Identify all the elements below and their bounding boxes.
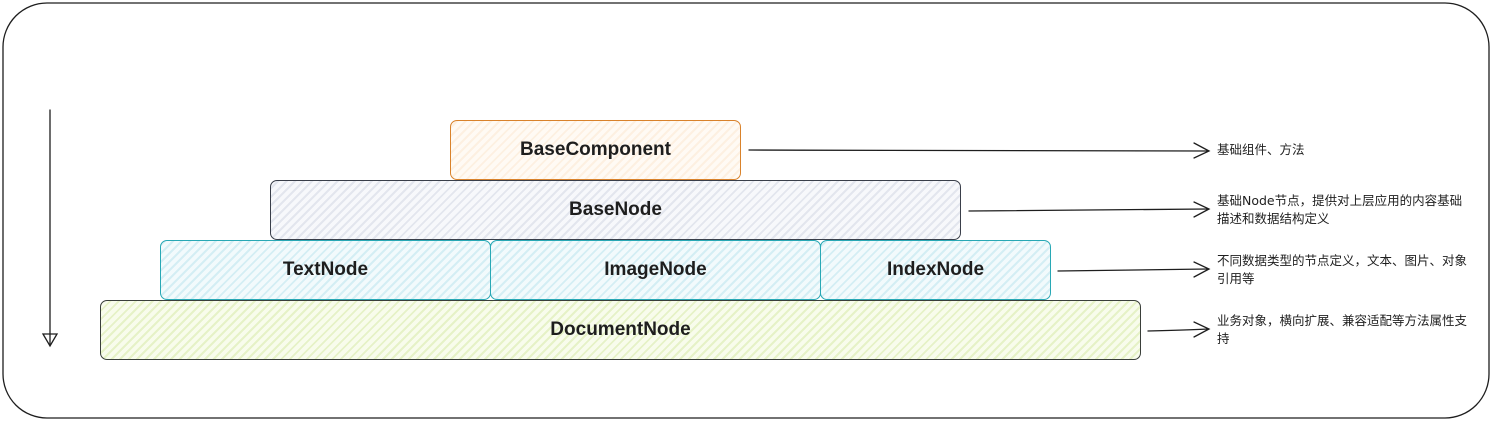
- description-type-nodes: 不同数据类型的节点定义，文本、图片、对象引用等: [1217, 253, 1468, 286]
- arrow-base-node: [968, 201, 1211, 218]
- layer-base-component: BaseComponent: [450, 120, 741, 180]
- layer-document-node: DocumentNode: [100, 300, 1141, 360]
- description-base-component: 基础组件、方法: [1217, 142, 1305, 157]
- layer-image-node-label: ImageNode: [604, 259, 707, 280]
- description-document-node: 业务对象，横向扩展、兼容适配等方法属性支持: [1217, 313, 1468, 346]
- arrow-type-nodes: [1057, 261, 1211, 278]
- layer-base-node-label: BaseNode: [569, 199, 662, 220]
- down-arrow: [41, 109, 59, 348]
- layer-document-node-label: DocumentNode: [550, 319, 691, 340]
- description-base-node: 基础Node节点，提供对上层应用的内容基础描述和数据结构定义: [1217, 193, 1463, 226]
- layer-index-node-label: IndexNode: [886, 259, 985, 280]
- arrow-base-component: [748, 142, 1211, 159]
- layer-text-node-label: TextNode: [282, 259, 369, 280]
- layer-image-node: ImageNode: [490, 240, 821, 300]
- arrow-document-node: [1147, 321, 1211, 338]
- layer-base-node: BaseNode: [270, 180, 961, 240]
- layer-base-component-label: BaseComponent: [520, 139, 671, 160]
- layer-index-node: IndexNode: [820, 240, 1051, 300]
- layer-text-node: TextNode: [160, 240, 491, 300]
